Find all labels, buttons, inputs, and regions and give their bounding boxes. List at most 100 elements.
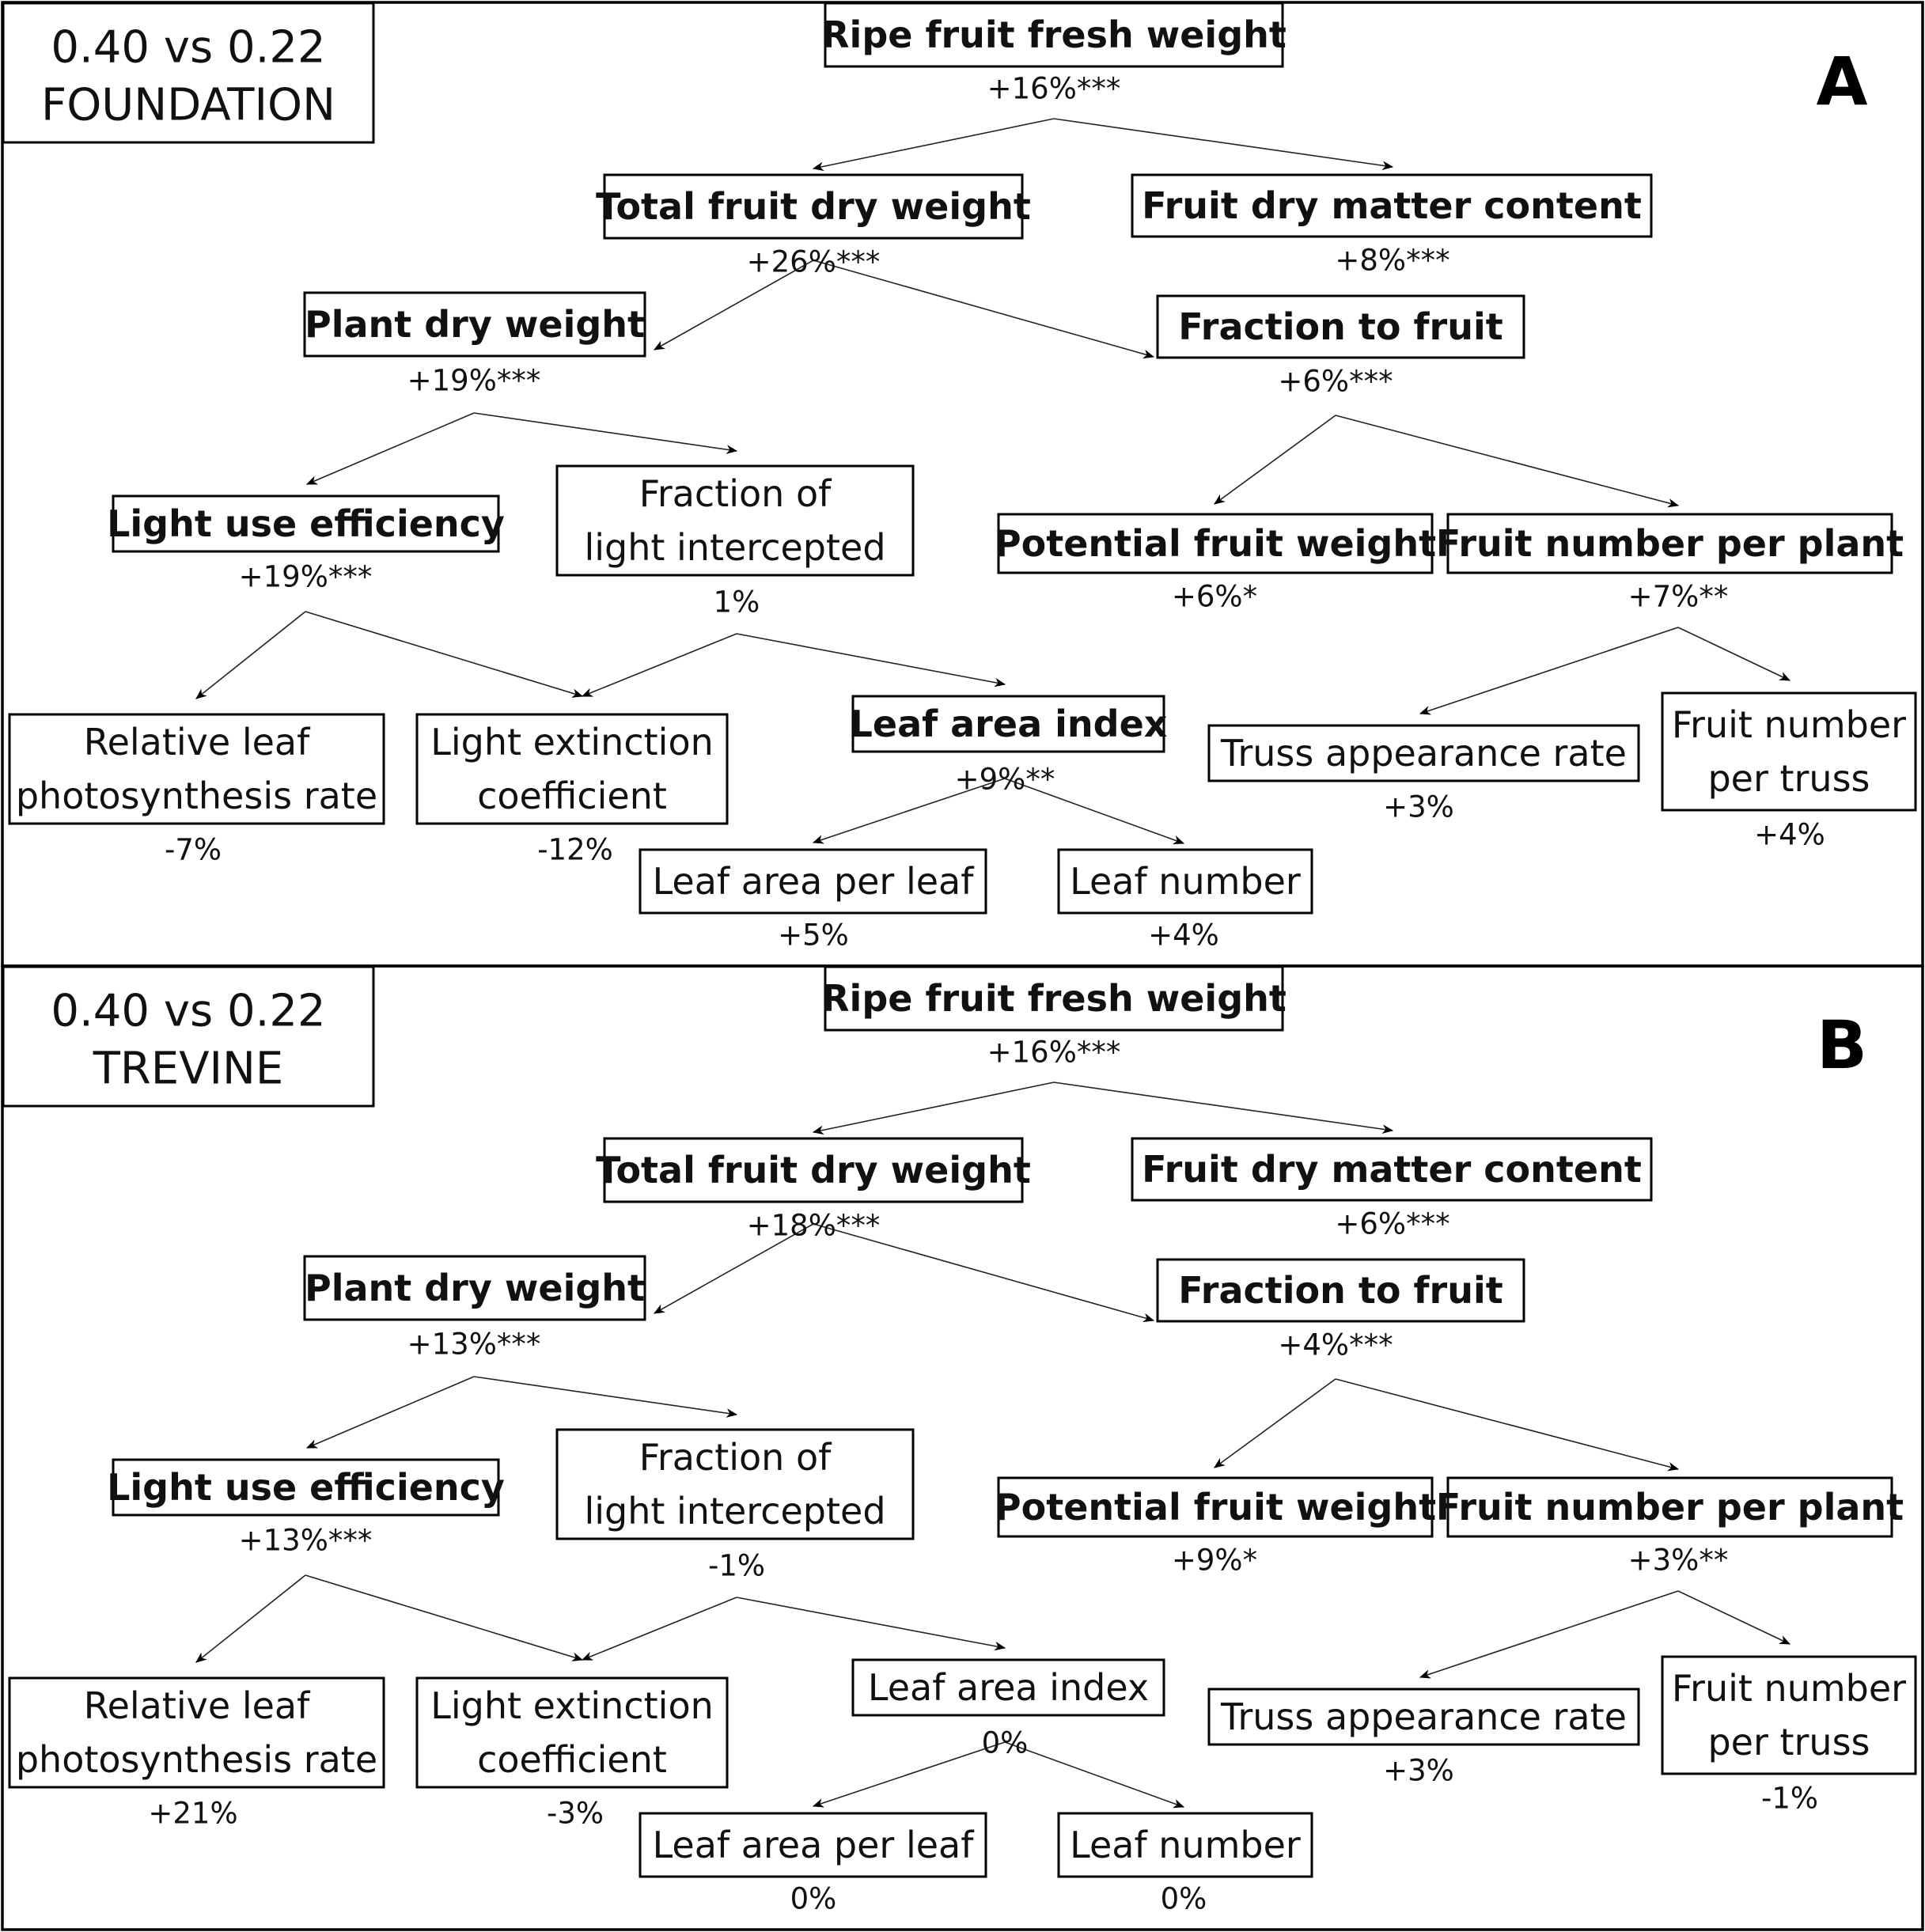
- node-box: [415, 713, 729, 825]
- comparison-tag-line: FOUNDATION: [41, 80, 335, 131]
- node-box: [8, 713, 385, 825]
- node-label: photosynthesis rate: [16, 1738, 377, 1781]
- node-label: Leaf number: [1070, 860, 1301, 903]
- arrow-connector: [473, 1376, 738, 1418]
- arrow-connector: [581, 1597, 737, 1661]
- comparison-tag-box: [2, 965, 375, 1108]
- node-fdmc: Fruit dry matter content+6%***: [1131, 1137, 1653, 1241]
- node-box: [1207, 1688, 1640, 1746]
- node-value: +9%**: [955, 763, 1055, 797]
- node-label: Light use efficiency: [107, 502, 505, 545]
- node-box: [1131, 1137, 1653, 1202]
- node-value: +3%: [1383, 790, 1454, 824]
- node-box: [824, 2, 1284, 68]
- node-box: [997, 1476, 1434, 1538]
- panel-letter: A: [1816, 43, 1867, 120]
- node-value: +16%***: [987, 72, 1121, 106]
- arrow-connector: [1419, 1590, 1679, 1679]
- arrow-connector: [812, 118, 1055, 172]
- node-label: Fruit number: [1672, 1667, 1906, 1710]
- node-label: Ripe fruit fresh weight: [821, 13, 1286, 56]
- node-box: [555, 1428, 915, 1540]
- node-label: Light extinction: [430, 1684, 714, 1727]
- node-label: Fruit dry matter content: [1142, 1148, 1642, 1191]
- node-box: [1661, 1655, 1917, 1775]
- node-box: [1446, 513, 1893, 574]
- node-value: 0%: [790, 1882, 837, 1916]
- node-box: [112, 1458, 500, 1517]
- node-label: Fraction of: [639, 472, 832, 515]
- node-label: Plant dry weight: [305, 303, 645, 346]
- node-box: [1131, 173, 1653, 238]
- node-label: Fruit number per plant: [1436, 522, 1904, 565]
- node-value: +8%***: [1335, 244, 1449, 278]
- arrow-connector: [812, 1082, 1055, 1135]
- node-value: +6%*: [1172, 580, 1257, 614]
- node-pdw: Plant dry weight+13%***: [303, 1255, 646, 1362]
- node-tar: Truss appearance rate+3%: [1207, 724, 1640, 824]
- node-value: +19%***: [239, 560, 373, 594]
- node-fdmc: Fruit dry matter content+8%***: [1131, 173, 1653, 278]
- node-label: coefficient: [477, 1738, 667, 1781]
- node-box: [1446, 1476, 1893, 1538]
- node-tfdw: Total fruit dry weight+26%***: [596, 173, 1031, 279]
- node-label: per truss: [1707, 1721, 1870, 1763]
- arrow-connector: [1053, 1082, 1394, 1134]
- node-value: +18%***: [747, 1209, 881, 1243]
- arrow-connector: [581, 633, 737, 697]
- node-value: +16%***: [987, 1036, 1121, 1070]
- arrow-connector: [1419, 627, 1679, 715]
- node-box: [555, 464, 915, 577]
- comparison-tag-line: TREVINE: [93, 1044, 284, 1095]
- node-lai: Leaf area index+9%**: [850, 695, 1167, 797]
- node-value: -1%: [1761, 1782, 1818, 1816]
- node-box: [997, 513, 1434, 574]
- node-box: [1057, 848, 1313, 915]
- node-value: 0%: [1161, 1882, 1207, 1916]
- node-pfw: Potential fruit weight+9%*: [995, 1476, 1436, 1578]
- node-value: +9%*: [1172, 1544, 1257, 1578]
- node-value: 0%: [982, 1726, 1029, 1760]
- arrow-connector: [195, 611, 306, 699]
- node-label: Fruit number: [1672, 703, 1906, 746]
- node-label: light intercepted: [584, 1490, 885, 1532]
- arrow-connector: [736, 1597, 1006, 1651]
- node-pfw: Potential fruit weight +6%*: [995, 513, 1436, 614]
- node-label: Fraction to fruit: [1178, 1269, 1502, 1312]
- node-label: Potential fruit weight: [995, 522, 1436, 565]
- node-value: +4%***: [1278, 1328, 1393, 1362]
- node-fnpp: Fruit number per plant+7%**: [1436, 513, 1904, 614]
- node-label: Relative leaf: [84, 1684, 311, 1727]
- node-box: [603, 1137, 1024, 1203]
- arrow-connector: [1677, 1590, 1791, 1645]
- node-lue: Light use efficiency+13%***: [107, 1458, 505, 1558]
- node-box: [415, 1676, 729, 1789]
- node-label: Plant dry weight: [305, 1267, 645, 1309]
- node-lapl: Leaf area per leaf+5%: [639, 848, 987, 953]
- node-lue: Light use efficiency +19%***: [107, 494, 505, 594]
- node-ftf: Fraction to fruit+6%***: [1156, 294, 1525, 399]
- node-box: [8, 1676, 385, 1789]
- arrow-connector: [812, 1741, 1006, 1808]
- arrow-connector: [473, 412, 738, 454]
- node-ripe: Ripe fruit fresh weight+16%***: [821, 965, 1286, 1070]
- node-label: Leaf area per leaf: [653, 860, 976, 903]
- node-box: [303, 291, 646, 358]
- node-box: [639, 1812, 987, 1878]
- node-label: Fraction of: [639, 1436, 832, 1479]
- arrow-connector: [1335, 415, 1680, 508]
- node-label: Leaf area per leaf: [653, 1824, 976, 1866]
- node-label: Total fruit dry weight: [596, 1149, 1031, 1191]
- arrow-connector: [1214, 415, 1336, 505]
- node-tar: Truss appearance rate+3%: [1207, 1688, 1640, 1788]
- node-tfdw: Total fruit dry weight +18%***: [596, 1137, 1031, 1243]
- panel-letter: B: [1817, 1006, 1867, 1084]
- node-label: Truss appearance rate: [1220, 1695, 1627, 1738]
